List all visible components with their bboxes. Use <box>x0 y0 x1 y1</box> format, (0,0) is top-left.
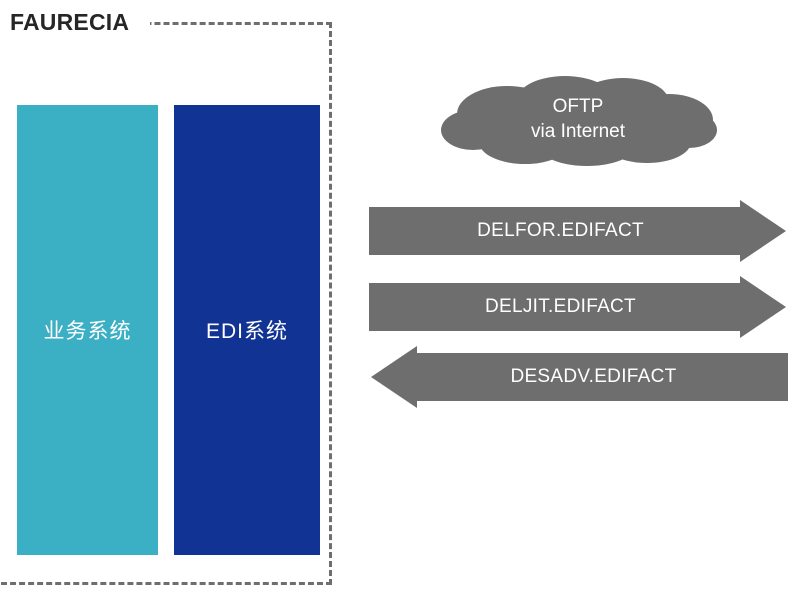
company-boundary <box>0 22 332 585</box>
system-box-edi-label: EDI系统 <box>205 320 288 343</box>
system-box-edi[interactable]: EDI系统 <box>174 105 320 555</box>
arrow-right-icon <box>369 276 786 338</box>
network-cloud[interactable]: OFTP via Internet <box>437 72 719 166</box>
flow-arrow-deljit[interactable]: DELJIT.EDIFACT <box>369 276 786 338</box>
flow-arrow-desadv[interactable]: DESADV.EDIFACT <box>371 346 788 408</box>
arrow-left-icon <box>371 346 788 408</box>
arrow-right-icon <box>369 200 786 262</box>
company-title: FAURECIA <box>10 9 130 35</box>
system-box-business-label: 业务系统 <box>43 320 132 343</box>
flow-arrow-delfor[interactable]: DELFOR.EDIFACT <box>369 200 786 262</box>
company-title-mask <box>0 8 150 40</box>
system-box-business[interactable]: 业务系统 <box>17 105 158 555</box>
cloud-icon <box>441 76 717 166</box>
